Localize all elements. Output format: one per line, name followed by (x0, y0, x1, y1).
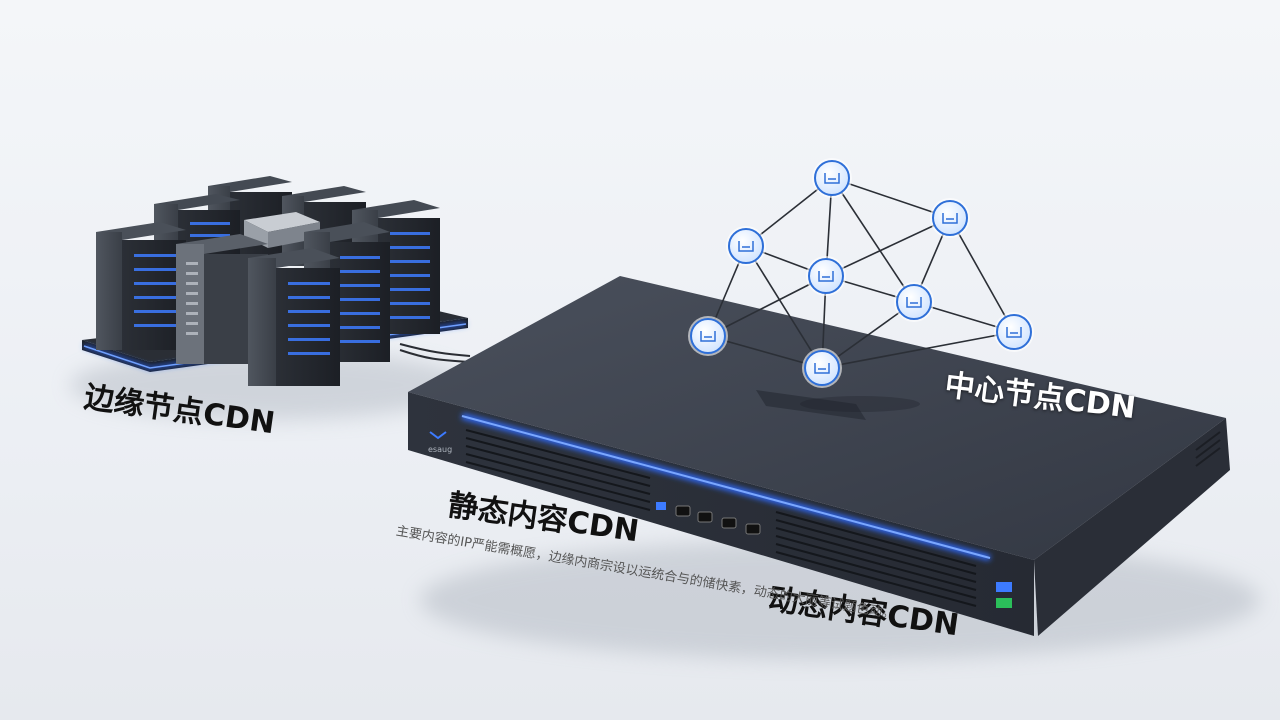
server-icon (1006, 327, 1022, 338)
network-node (802, 348, 842, 388)
center-node-network (688, 158, 1034, 388)
server-icon (700, 331, 716, 342)
server-rack (248, 248, 340, 386)
server-icon (942, 213, 958, 224)
network-node (994, 312, 1034, 352)
port-panel (656, 502, 761, 535)
network-node (726, 226, 766, 266)
usb-ports (996, 582, 1012, 608)
server-icon (738, 241, 754, 252)
vent-left (465, 429, 651, 511)
chassis-side (1034, 418, 1230, 636)
network-node (688, 316, 728, 356)
network-node (930, 198, 970, 238)
server-icon (814, 363, 830, 374)
network-node (806, 256, 846, 296)
brand-logo-icon (429, 431, 447, 440)
server-icon (818, 271, 834, 282)
server-rack (96, 222, 186, 350)
chassis-top (408, 276, 1226, 560)
network-node (812, 158, 852, 198)
server-icon (824, 173, 840, 184)
edge-node-rack-cluster (82, 176, 471, 386)
central-chassis: esaug (408, 276, 1230, 636)
chassis-front (408, 392, 1034, 636)
brand-name: esaug (428, 445, 452, 454)
network-node (894, 282, 934, 322)
vent-right (775, 511, 977, 607)
server-icon (906, 297, 922, 308)
server-unit (244, 212, 320, 248)
